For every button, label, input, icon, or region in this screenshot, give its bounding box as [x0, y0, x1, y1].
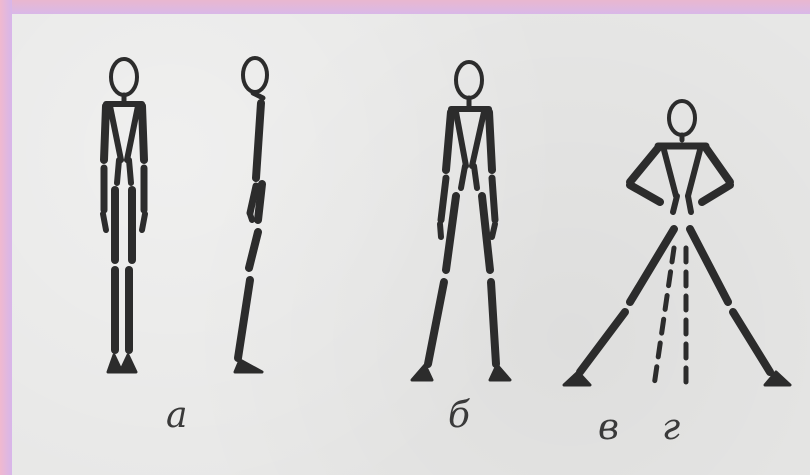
label-g: г [662, 410, 680, 446]
figure-a-side [235, 58, 267, 372]
figure-v-g [564, 101, 790, 386]
label-v: в [598, 410, 619, 446]
label-a: а [166, 398, 187, 434]
figure-b [412, 62, 510, 380]
label-b: б [448, 398, 470, 434]
figure-a-front [103, 59, 145, 372]
